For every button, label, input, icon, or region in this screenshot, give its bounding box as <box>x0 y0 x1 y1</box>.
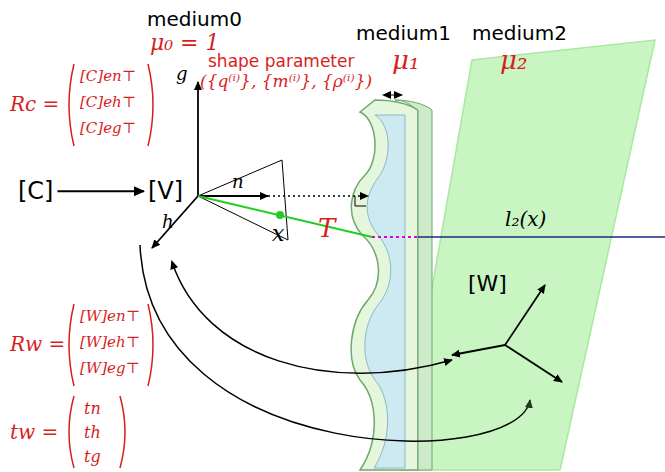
transform-arrow <box>140 245 530 441</box>
ray-out <box>418 236 665 238</box>
matrix-row: [W]eh⊤ <box>80 334 140 351</box>
distance-line <box>268 195 368 197</box>
vector-entry: th <box>84 424 101 442</box>
frame-arrow <box>57 190 144 192</box>
matrix-row: [C]eg⊤ <box>80 120 136 137</box>
permeability: μ₂ <box>500 46 527 75</box>
ray-in-slab <box>372 236 418 238</box>
thickness-mark <box>384 95 402 96</box>
axis-g <box>197 82 199 196</box>
slab-inner <box>365 115 405 468</box>
transform-arrow <box>172 262 452 373</box>
matrix-row: [W]eg⊤ <box>80 360 140 377</box>
matrix-row: [C]en⊤ <box>80 68 136 85</box>
medium-name: medium1 <box>356 22 451 44</box>
vector-entry: tn <box>84 400 101 418</box>
matrix-row: [W]en⊤ <box>80 308 140 325</box>
axis-name: n <box>232 172 244 192</box>
ray-name: l₂(x) <box>505 208 546 230</box>
axis-name: h <box>162 212 174 232</box>
matrix-name: Rc = <box>10 93 59 115</box>
matrix-name: Rw = <box>10 333 65 355</box>
frame-name: [C] <box>18 177 53 205</box>
point-name: x <box>272 222 284 246</box>
vector-entry: tg <box>84 448 101 466</box>
right-angle <box>355 196 366 206</box>
vector-name: tw = <box>10 421 58 443</box>
frame-name: [W] <box>468 272 507 296</box>
ray <box>198 196 372 237</box>
permeability: μ₁ <box>392 46 419 75</box>
point-x <box>276 211 284 219</box>
distance-name: T <box>318 214 335 243</box>
medium2-plane <box>400 40 655 470</box>
frame-label: [V] <box>146 176 185 206</box>
axis-name: g <box>176 64 188 84</box>
medium-name: medium0 <box>147 8 242 30</box>
matrix-row: [C]eh⊤ <box>80 94 136 111</box>
matrix-brackets <box>69 64 153 468</box>
frame-label: [C] <box>16 176 55 206</box>
medium1-slab <box>351 100 418 470</box>
annotation: shape parameter <box>208 52 354 71</box>
world-axis <box>505 285 545 345</box>
world-axis <box>505 345 562 382</box>
world-axis <box>452 345 505 355</box>
axis-n <box>198 195 268 197</box>
medium-name: medium2 <box>472 22 567 44</box>
frame-name: [V] <box>148 177 183 205</box>
shape-parameters: ({q⁽ⁱ⁾}, {m⁽ⁱ⁾}, {ρ⁽ⁱ⁾}) <box>200 72 372 91</box>
